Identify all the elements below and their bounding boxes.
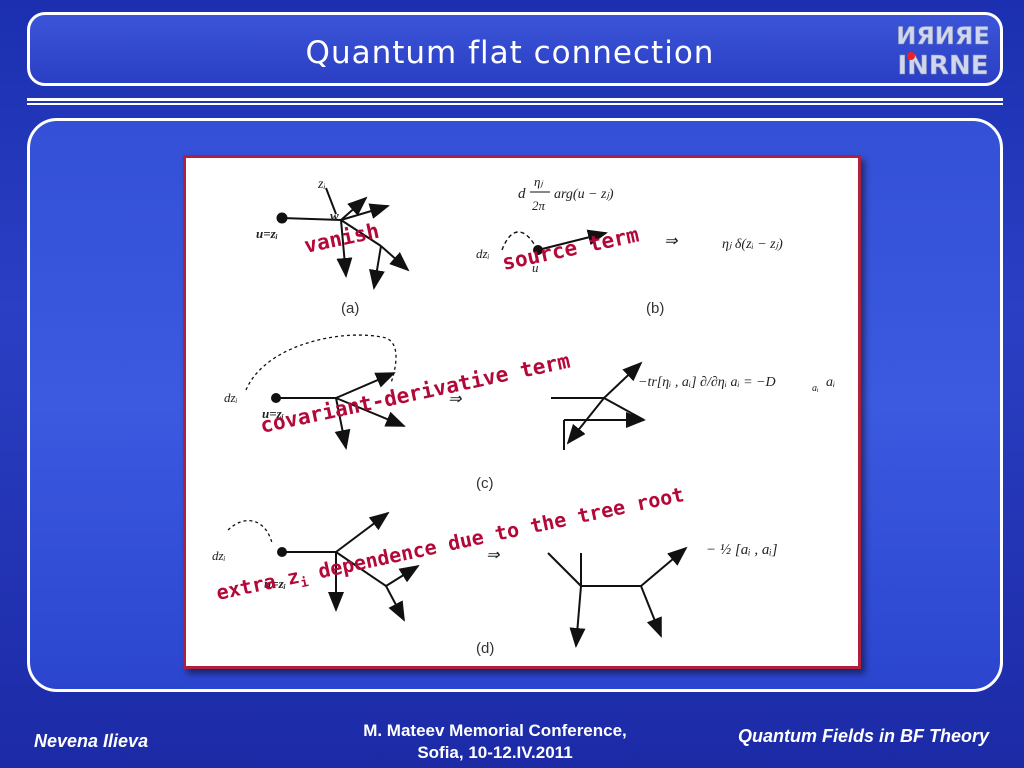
label-c-formula-end: aᵢ (826, 375, 835, 390)
annotation-extra-zi: extra zi dependence due to the tree root (214, 482, 687, 609)
caption-c: (c) (476, 475, 494, 492)
label-d-u-equals-zi: u=zᵢ (264, 576, 286, 591)
implies-arrow: ⇒ (448, 391, 462, 408)
edge-arrow (569, 585, 586, 648)
diagram-a (276, 187, 410, 290)
label-zi: zᵢ (317, 177, 326, 192)
edge-arrow (537, 229, 608, 251)
footer-talk-title: Quantum Fields in BF Theory (738, 726, 990, 746)
label-b-u: u (532, 260, 539, 275)
label-b-eta: ηⱼ (534, 174, 543, 189)
dashed-connector (245, 334, 397, 391)
edge-arrow (340, 196, 368, 221)
label-d-formula: − ½ [aᵢ , aᵢ] (706, 542, 778, 558)
edge (603, 397, 645, 421)
diagram-c (245, 334, 646, 450)
logo-dot-icon (907, 52, 915, 60)
edge (325, 187, 337, 215)
annotation-covariant-derivative: covariant-derivative term (258, 349, 572, 438)
label-c-dzi: dzᵢ (224, 390, 238, 405)
edge (281, 217, 342, 221)
annotation-source-term: source term (500, 222, 641, 274)
edge-arrow (334, 397, 351, 450)
edge (547, 552, 582, 587)
label-w: w (330, 208, 339, 223)
implies-arrow: ⇒ (486, 547, 500, 564)
edge-arrow (640, 546, 688, 587)
edge-arrow (335, 397, 406, 427)
footer-conference-line2: Sofia, 10-12.IV.2011 (417, 743, 573, 762)
divider-rule (27, 98, 1003, 101)
caption-d: (d) (476, 640, 494, 657)
diagram-figure: zᵢ w u=zᵢ (a) d ηⱼ 2π arg(u − zⱼ) dzᵢ u … (212, 174, 835, 657)
diagram-b (501, 229, 608, 255)
edge-arrow (385, 585, 405, 622)
label-u-equals-zi: u=zᵢ (256, 226, 278, 241)
edge-arrow (336, 219, 353, 278)
label-b-2pi: 2π (532, 198, 546, 213)
edge-arrow (335, 372, 396, 399)
label-c-formula: −tr[ηᵢ , aᵢ] ∂/∂ηᵢ aᵢ = −D (638, 375, 776, 390)
edge (335, 551, 387, 587)
footer-conference: M. Mateev Memorial Conference, Sofia, 10… (330, 720, 660, 764)
label-b-d: d (518, 186, 526, 202)
edge-arrow (369, 245, 385, 290)
dashed-connector (227, 520, 273, 544)
edge-arrow (603, 361, 643, 399)
edge-arrow (340, 203, 390, 221)
figure-panel: zᵢ w u=zᵢ (a) d ηⱼ 2π arg(u − zⱼ) dzᵢ u … (183, 155, 861, 669)
edge-arrow (640, 585, 662, 638)
label-d-dzi: dzᵢ (212, 548, 226, 563)
label-c-u-equals-zi: u=zᵢ (262, 406, 284, 421)
implies-arrow: ⇒ (664, 233, 678, 250)
edge (340, 219, 382, 247)
logo-text-cyrillic: ИЯИЯЕ (896, 22, 990, 50)
edge-arrow (380, 245, 410, 272)
caption-b: (b) (646, 300, 664, 317)
divider-rule (27, 103, 1003, 105)
title-bar: Quantum flat connection (27, 12, 1003, 86)
footer-author: Nevena Ilieva (34, 731, 149, 751)
annotation-extra-sub: i (299, 575, 310, 591)
edge-arrow (385, 564, 420, 587)
edge-arrow (335, 511, 390, 553)
inrne-logo: ИЯИЯЕ INRNE (896, 22, 990, 80)
label-b-dzi: dzᵢ (476, 246, 490, 261)
caption-a: (a) (341, 300, 359, 317)
dashed-connector (501, 231, 535, 251)
label-b-result: ηⱼ δ(zᵢ − zⱼ) (722, 237, 783, 252)
label-c-formula-sub: aᵢ (812, 383, 819, 394)
annotation-extra-main: extra z (214, 564, 301, 605)
label-b-arg: arg(u − zⱼ) (554, 187, 614, 202)
slide-title: Quantum flat connection (305, 35, 715, 71)
footer-conference-line1: M. Mateev Memorial Conference, (363, 721, 627, 740)
diagram-d (227, 511, 688, 648)
